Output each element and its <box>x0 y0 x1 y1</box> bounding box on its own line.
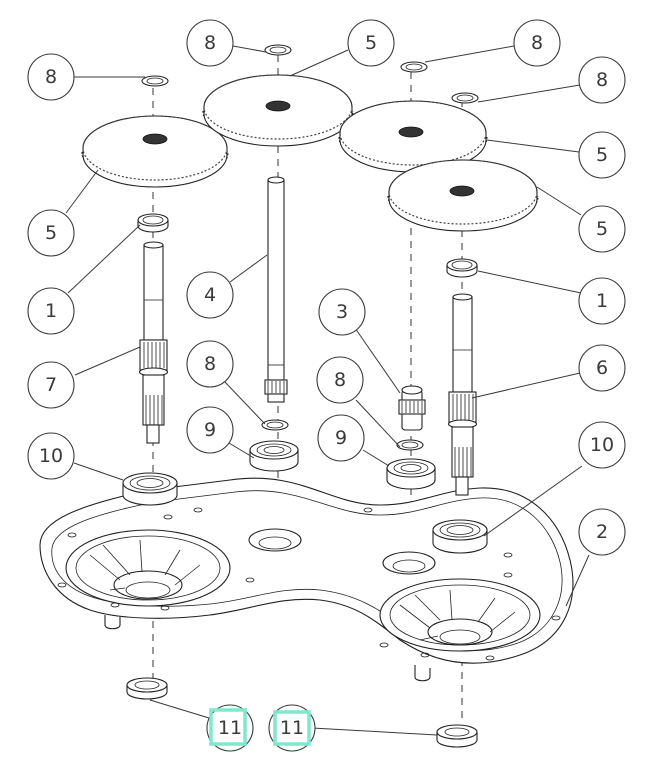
callout-9-left: 9 <box>186 406 234 454</box>
washers <box>141 44 479 451</box>
gear-right-lower <box>387 159 539 232</box>
svg-text:10: 10 <box>39 445 63 467</box>
callout-10-left: 10 <box>27 432 75 480</box>
washer-top-center <box>264 44 292 56</box>
callout-10-right: 10 <box>578 421 626 469</box>
svg-text:8: 8 <box>334 369 346 391</box>
svg-text:8: 8 <box>204 353 216 375</box>
washer-top-left <box>141 75 169 87</box>
idler-pinion-3 <box>398 385 426 431</box>
callout-5-left: 5 <box>27 209 75 257</box>
bearing-10-left <box>122 472 178 506</box>
svg-text:1: 1 <box>45 300 57 322</box>
leader-lines <box>65 45 590 736</box>
svg-text:2: 2 <box>596 521 608 543</box>
svg-text:5: 5 <box>596 144 608 166</box>
bearing-9-left <box>249 440 299 472</box>
callout-1-left: 1 <box>27 287 75 335</box>
highlight-box-11-right <box>273 710 311 746</box>
bearing-10-right <box>432 519 488 554</box>
washer-center-left <box>261 419 289 431</box>
svg-text:11: 11 <box>280 717 304 739</box>
svg-text:1: 1 <box>596 290 608 312</box>
shaft-7 <box>138 241 169 444</box>
svg-text:5: 5 <box>596 218 608 240</box>
svg-text:5: 5 <box>45 222 57 244</box>
washer-top-right <box>400 61 428 73</box>
callout-7: 7 <box>27 361 75 409</box>
svg-text:8: 8 <box>596 69 608 91</box>
callout-8-top-left: 8 <box>27 53 75 101</box>
oil-seal-right <box>446 258 478 278</box>
svg-text:9: 9 <box>335 427 347 449</box>
svg-text:8: 8 <box>204 32 216 54</box>
callout-11-left: 11 <box>206 704 254 752</box>
svg-text:11: 11 <box>218 717 242 739</box>
callout-1-right: 1 <box>578 277 626 325</box>
callout-6: 6 <box>578 344 626 392</box>
svg-text:6: 6 <box>596 357 608 379</box>
oil-seal-11-right <box>436 724 478 748</box>
callout-5-top-center: 5 <box>347 19 395 67</box>
shaft-6 <box>447 293 478 496</box>
svg-text:5: 5 <box>365 32 377 54</box>
svg-text:7: 7 <box>45 374 57 396</box>
callout-8-right: 8 <box>578 56 626 104</box>
oil-seal-left <box>137 213 169 233</box>
callouts: 8 8 5 8 8 5 5 5 1 4 1 3 7 8 8 6 9 9 10 1… <box>27 19 626 752</box>
svg-text:4: 4 <box>204 284 216 306</box>
callout-2: 2 <box>578 508 626 556</box>
svg-text:3: 3 <box>336 301 348 323</box>
callout-9-right: 9 <box>317 414 365 462</box>
gearbox-housing <box>39 477 574 682</box>
callout-8-top-right: 8 <box>513 19 561 67</box>
gear-left <box>81 115 229 188</box>
gear-top-center <box>202 74 354 147</box>
svg-text:10: 10 <box>590 434 614 456</box>
washer-center-right <box>396 439 424 451</box>
bearing-9-right <box>386 458 436 490</box>
svg-text:8: 8 <box>45 66 57 88</box>
callout-8-center-right: 8 <box>316 356 364 404</box>
highlight-box-11-left <box>209 708 247 746</box>
svg-text:8: 8 <box>531 32 543 54</box>
washer-right <box>451 92 479 104</box>
callout-8-top-center: 8 <box>186 19 234 67</box>
oil-seal-11-left <box>126 677 168 700</box>
svg-text:9: 9 <box>204 419 216 441</box>
callout-11-right: 11 <box>268 704 316 752</box>
callout-8-center-left: 8 <box>186 340 234 388</box>
callout-3: 3 <box>318 288 366 336</box>
shaft-4 <box>264 176 288 403</box>
callout-4: 4 <box>186 271 234 319</box>
callout-5-right-lower: 5 <box>578 205 626 253</box>
callout-5-right-upper: 5 <box>578 131 626 179</box>
